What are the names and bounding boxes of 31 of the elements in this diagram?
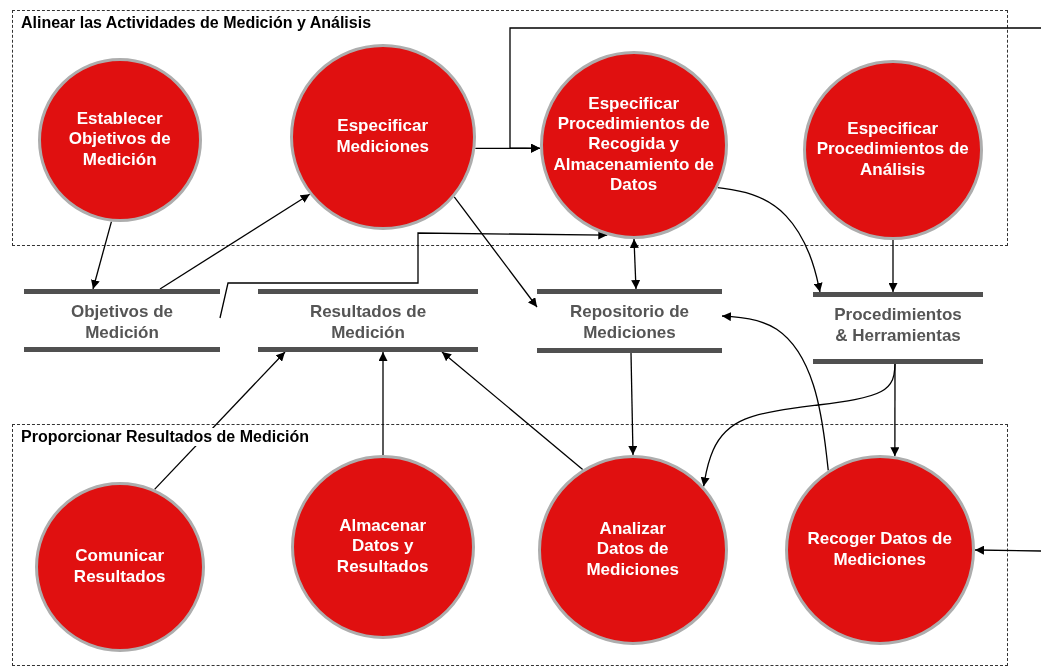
- process-label: Recoger Datos de Mediciones: [806, 529, 953, 571]
- arrow: [629, 238, 641, 290]
- process-label: Especificar Procedimientos de Análisis: [815, 119, 970, 181]
- arrow: [91, 220, 113, 290]
- process-label: Especificar Mediciones: [335, 116, 430, 158]
- arrow: [628, 352, 638, 456]
- arrow: [441, 351, 584, 471]
- data-store: [24, 289, 220, 352]
- process-label: Especificar Procedimientos de Recogida y Almacenamiento de Datos: [552, 93, 715, 196]
- arrow: [509, 27, 1041, 153]
- arrow: [219, 230, 608, 319]
- arrow: [888, 239, 898, 293]
- group-frame: [12, 424, 1008, 666]
- process-label: Almacenar Datos y Resultados: [335, 516, 430, 578]
- arrow: [453, 196, 538, 308]
- arrow: [717, 187, 823, 293]
- group-heading: Proporcionar Resultados de Medición: [21, 428, 310, 447]
- process-label: Comunicar Resultados: [72, 546, 167, 588]
- arrow: [159, 193, 311, 290]
- data-store: [258, 289, 478, 352]
- arrow: [721, 312, 829, 471]
- arrow: [153, 351, 286, 490]
- data-store: [813, 292, 983, 364]
- process-label: Analizar Datos de Mediciones: [585, 519, 680, 581]
- arrow: [378, 351, 388, 456]
- group-frame: [12, 10, 1008, 246]
- process-label: Establecer Objetivos de Medición: [67, 109, 172, 171]
- data-store: [537, 289, 722, 353]
- arrow: [890, 363, 900, 457]
- arrow: [974, 545, 1041, 555]
- group-heading: Alinear las Actividades de Medición y Análisis: [21, 14, 372, 33]
